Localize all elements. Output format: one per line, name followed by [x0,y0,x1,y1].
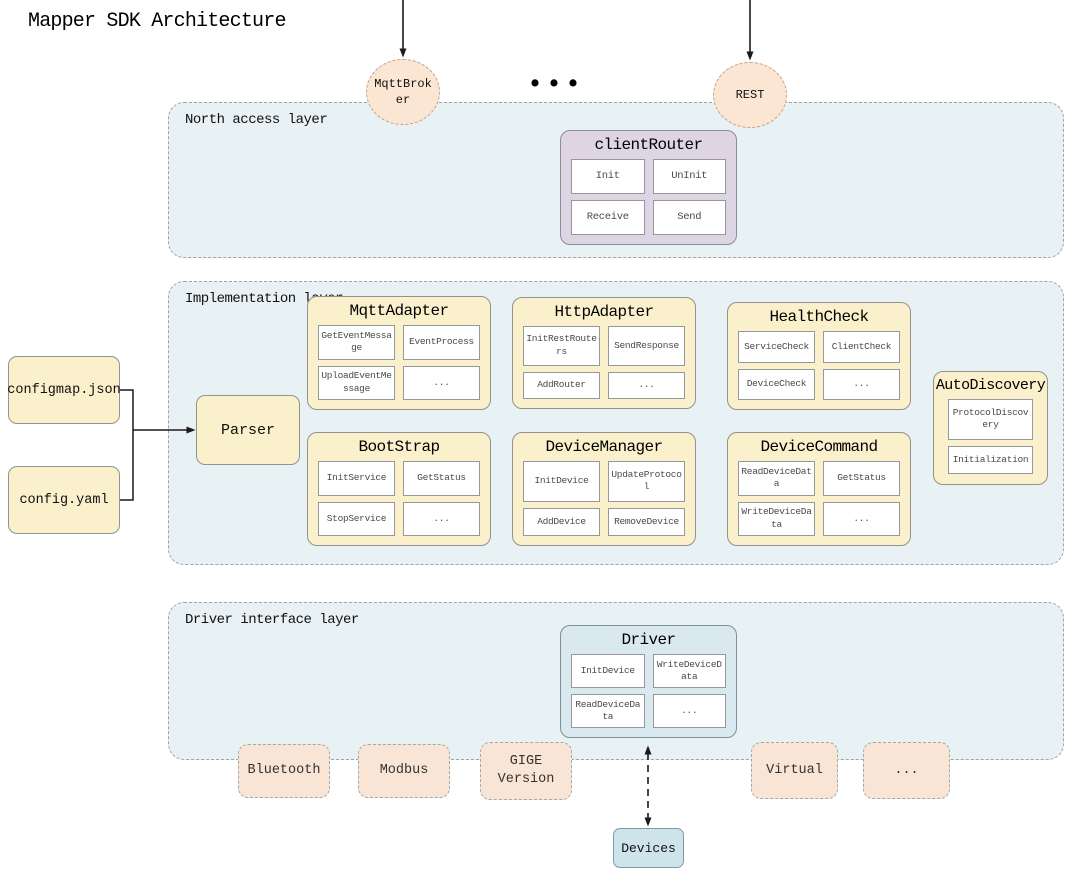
module-boot-strap: BootStrap InitService GetStatus StopServ… [307,432,491,546]
config-yaml-label: config.yaml [19,492,109,508]
client-router-title: clientRouter [594,136,703,154]
device-command-methods: ReadDeviceData GetStatus WriteDeviceData… [728,459,910,545]
method-cell: DeviceCheck [738,368,815,400]
method-cell: InitService [318,461,395,496]
device-manager-methods: InitDevice UpdateProtocol AddDevice Remo… [513,459,695,545]
auto-discovery-title: AutoDiscovery [935,377,1046,394]
protocol-bluetooth: Bluetooth [238,744,330,798]
method-cell: GetEventMessage [318,325,395,360]
method-cell: UnInit [652,159,726,194]
driver-title: Driver [621,631,676,649]
parser-box: Parser [196,395,300,465]
module-mqtt-adapter: MqttAdapter GetEventMessage EventProcess… [307,296,491,410]
method-cell: Init [571,159,645,194]
method-cell: ... [403,501,480,536]
module-client-router: clientRouter Init UnInit Receive Send [560,130,737,245]
client-router-methods: Init UnInit Receive Send [561,157,736,244]
boot-strap-methods: InitService GetStatus StopService ... [308,459,490,545]
method-cell: Send [652,200,726,235]
page-title: Mapper SDK Architecture [28,10,286,33]
rest-label: REST [735,87,765,102]
module-http-adapter: HttpAdapter InitRestRouters SendResponse… [512,297,696,409]
protocol-modbus: Modbus [358,744,450,798]
method-cell: ... [823,368,900,400]
method-cell: InitDevice [523,461,600,502]
method-cell: GetStatus [403,461,480,496]
method-cell: EventProcess [403,325,480,360]
module-driver: Driver InitDevice WriteDeviceData ReadDe… [560,625,737,738]
module-health-check: HealthCheck ServiceCheck ClientCheck Dev… [727,302,911,410]
method-cell: ReadDeviceData [571,694,645,728]
method-cell: UploadEventMessage [318,365,395,400]
ellipsis-endpoints: ••• [527,70,585,99]
north-access-layer-label: North access layer [185,112,328,128]
boot-strap-title: BootStrap [358,438,440,456]
method-cell: InitRestRouters [523,326,600,366]
parser-label: Parser [220,421,275,439]
method-cell: InitDevice [571,654,645,688]
device-command-title: DeviceCommand [760,438,878,456]
method-cell: AddDevice [523,507,600,536]
device-manager-title: DeviceManager [545,438,663,456]
devices-box: Devices [613,828,684,868]
config-yaml-box: config.yaml [8,466,120,534]
http-adapter-title: HttpAdapter [554,303,654,321]
method-cell: Receive [571,200,645,235]
method-cell: RemoveDevice [608,507,685,536]
module-device-manager: DeviceManager InitDevice UpdateProtocol … [512,432,696,546]
module-auto-discovery: AutoDiscovery ProtocolDiscovery Initiali… [933,371,1048,485]
protocol-gige-version: GIGE Version [480,742,572,800]
method-cell: WriteDeviceData [738,501,815,536]
health-check-title: HealthCheck [769,308,869,326]
configmap-json-box: configmap.json [7,356,121,424]
rest-node: REST [713,62,787,128]
mqtt-adapter-title: MqttAdapter [349,302,449,320]
method-cell: ... [608,371,685,399]
method-cell: ... [823,501,900,536]
method-cell: Initialization [948,445,1033,474]
http-adapter-methods: InitRestRouters SendResponse AddRouter .… [513,324,695,408]
method-cell: ClientCheck [823,331,900,363]
protocol-ellipsis: ... [863,742,950,799]
health-check-methods: ServiceCheck ClientCheck DeviceCheck ... [728,329,910,409]
method-cell: UpdateProtocol [608,461,685,502]
devices-label: Devices [621,840,676,856]
method-cell: AddRouter [523,371,600,399]
protocol-virtual: Virtual [751,742,838,799]
configmap-json-label: configmap.json [7,382,121,398]
implementation-layer-label: Implementation layer [185,291,344,307]
method-cell: GetStatus [823,461,900,496]
auto-discovery-methods: ProtocolDiscovery Initialization [934,397,1047,484]
method-cell: ServiceCheck [738,331,815,363]
method-cell: ReadDeviceData [738,461,815,496]
config-connector [120,389,134,501]
method-cell: StopService [318,501,395,536]
method-cell: ProtocolDiscovery [948,399,1033,440]
method-cell: ... [652,694,726,728]
module-device-command: DeviceCommand ReadDeviceData GetStatus W… [727,432,911,546]
mqtt-adapter-methods: GetEventMessage EventProcess UploadEvent… [308,323,490,409]
method-cell: SendResponse [608,326,685,366]
method-cell: WriteDeviceData [652,654,726,688]
mqtt-broker-node: MqttBroker [366,59,440,125]
mqtt-broker-label: MqttBroker [374,76,432,107]
driver-methods: InitDevice WriteDeviceData ReadDeviceDat… [561,652,736,737]
driver-interface-layer-label: Driver interface layer [185,612,359,628]
method-cell: ... [403,365,480,400]
